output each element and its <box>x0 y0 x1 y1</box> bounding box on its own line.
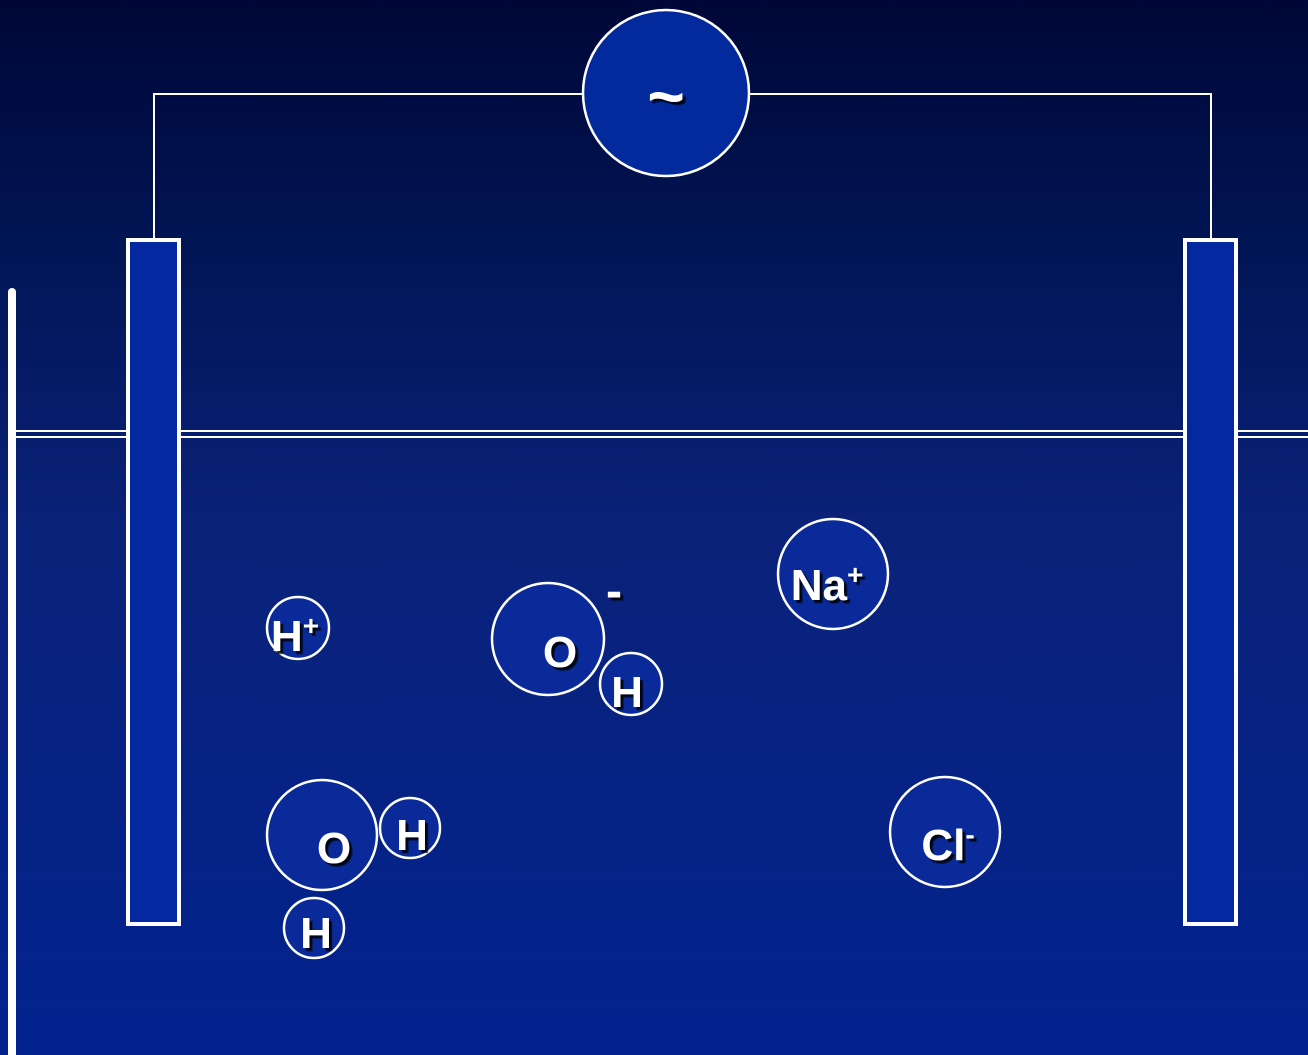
water-oxygen-atom <box>265 778 379 892</box>
svg-text:Cl-: Cl- <box>921 819 974 870</box>
hydroxide-charge: - <box>606 565 622 618</box>
svg-text:Na+: Na+ <box>791 559 864 610</box>
water-hydrogen-atom-1 <box>378 796 442 860</box>
water-hydrogen-symbol-1: H <box>396 811 428 860</box>
sodium-symbol: Na <box>791 561 848 610</box>
ac-symbol: ~ <box>647 60 684 132</box>
h-plus-charge: + <box>303 610 319 641</box>
liquid-surface <box>16 430 1308 438</box>
chloride-charge: - <box>965 819 974 850</box>
water-oxygen-symbol: O <box>317 824 351 873</box>
wire-right <box>748 93 1212 240</box>
h-plus-ion: H+ <box>265 595 331 661</box>
hydroxide-oxygen-atom <box>490 581 606 697</box>
sodium-ion: Na+ <box>776 517 890 631</box>
h-plus-symbol: H <box>271 612 303 661</box>
wire-left <box>153 93 584 240</box>
water-hydrogen-symbol-2: H <box>300 909 332 958</box>
hydroxide-ion: O H - <box>490 565 664 717</box>
ac-power-source: ~ <box>581 8 751 178</box>
sodium-charge: + <box>847 559 863 590</box>
hydroxide-oxygen-symbol: O <box>543 628 577 677</box>
svg-text:H+: H+ <box>271 610 319 661</box>
chloride-symbol: Cl <box>921 821 965 870</box>
water-molecule: O H H <box>265 778 442 960</box>
electrode-left <box>126 238 181 926</box>
water-hydrogen-atom-2 <box>282 896 346 960</box>
hydroxide-hydrogen-symbol: H <box>611 668 643 717</box>
electrode-right <box>1183 238 1238 926</box>
hydroxide-hydrogen-atom <box>598 651 664 717</box>
chloride-ion: Cl- <box>888 775 1002 889</box>
